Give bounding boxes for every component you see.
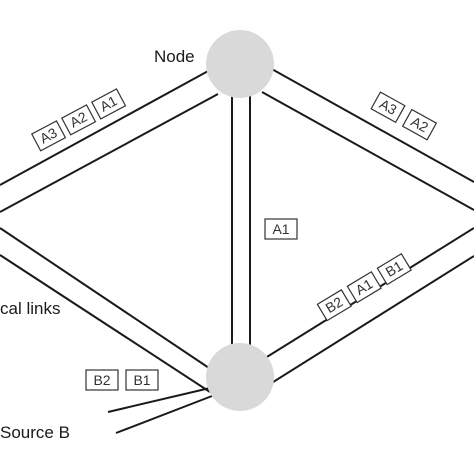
packet: B2	[85, 369, 119, 391]
packet-label: B2	[323, 293, 346, 316]
link-left-lower-outer	[0, 227, 213, 371]
packet-label: A2	[67, 108, 90, 130]
packet-label: A3	[37, 124, 60, 146]
packet-label: A1	[353, 275, 376, 298]
packet: A2	[401, 108, 438, 141]
source-b-label: Source B	[0, 423, 70, 442]
packet-label: B1	[383, 257, 406, 280]
node-top	[206, 30, 274, 98]
packet-label: A3	[377, 96, 400, 118]
packet: A1	[346, 271, 382, 304]
packet: B1	[125, 369, 159, 391]
packet-label: B1	[133, 372, 150, 388]
packets-bottom-left: B2 B1	[85, 369, 159, 391]
packet-label: A2	[408, 113, 431, 135]
link-source-b-upper	[107, 387, 211, 413]
packets-middle: A1	[264, 218, 298, 240]
packet-label: A1	[97, 92, 120, 114]
link-right-lower-inner	[269, 255, 474, 385]
links-label: cal links	[0, 299, 60, 318]
packets-right-upper: A3 A2	[370, 91, 438, 141]
packet: B1	[376, 252, 412, 286]
link-right-upper-inner	[261, 91, 474, 211]
node-label: Node	[154, 47, 195, 66]
node-bottom	[206, 343, 274, 411]
packet: A2	[60, 104, 97, 136]
link-left-lower-inner	[0, 254, 211, 393]
packet: A3	[370, 91, 406, 124]
packets-right-lower: B2 A1 B1	[316, 252, 412, 322]
packet-label: B2	[93, 372, 110, 388]
link-source-b-lower	[115, 395, 213, 434]
link-right-upper-outer	[269, 67, 474, 183]
packets-left-upper: A3 A2 A1	[30, 88, 127, 152]
packet: A3	[30, 120, 67, 152]
packet: A1	[91, 88, 127, 120]
packet: B2	[316, 289, 352, 322]
link-left-upper-inner	[0, 93, 219, 213]
packet-label: A1	[272, 221, 289, 237]
link-left-upper-outer	[0, 69, 211, 186]
packet: A1	[264, 218, 298, 240]
